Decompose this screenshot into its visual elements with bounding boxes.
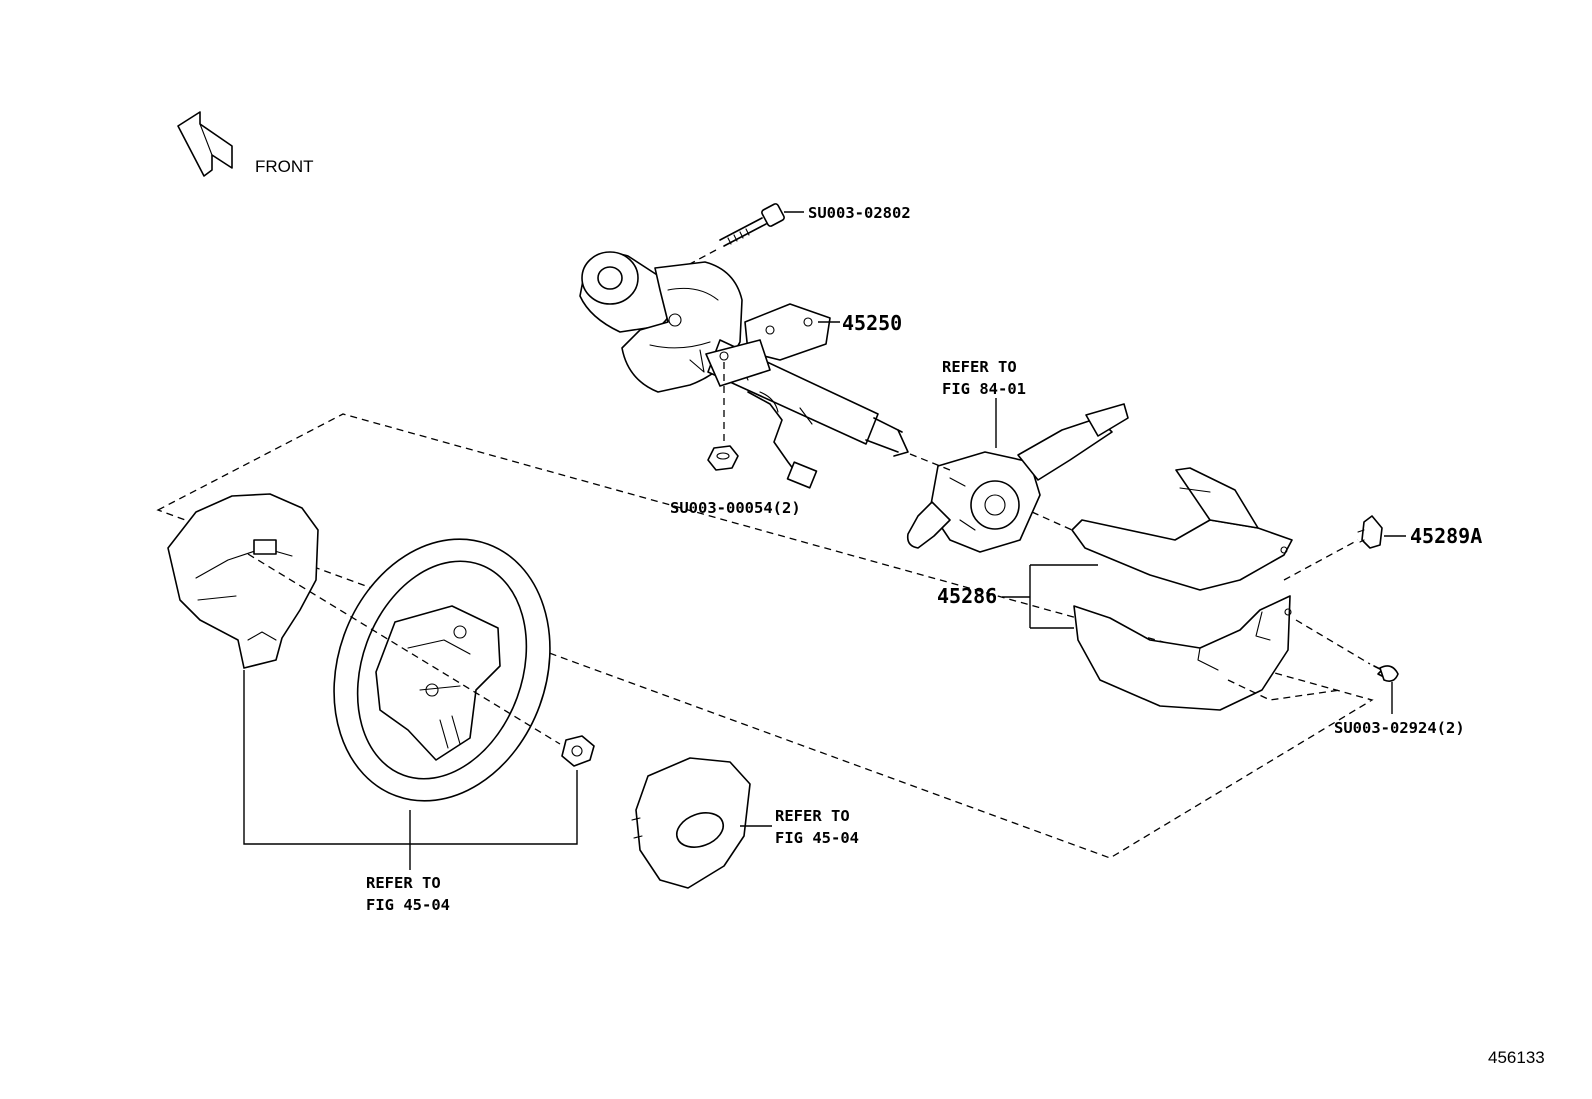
steering-column: [579, 251, 909, 489]
switch-ref-line2: FIG 84-01: [942, 380, 1026, 398]
column-nut: [707, 445, 739, 471]
figure-id: 456133: [1488, 1048, 1545, 1067]
wheel-ref-line2: FIG 45-04: [366, 896, 450, 914]
callout-screw: SU003-02924(2): [1334, 719, 1465, 737]
combination-switch: [906, 403, 1129, 553]
pad-ref-line1: REFER TO: [775, 807, 850, 825]
wheel-ref-line1: REFER TO: [366, 874, 441, 892]
column-cover-lower: [1073, 595, 1292, 711]
callout-cover-set: 45286: [937, 584, 997, 608]
callout-clip: 45289A: [1410, 524, 1482, 548]
column-bolt: [719, 203, 804, 247]
callout-nut-column: SU003-00054(2): [670, 499, 801, 517]
cover-screw: [1373, 665, 1399, 682]
steering-wheel-cover: [167, 493, 319, 669]
pad-ref-line2: FIG 45-04: [775, 829, 859, 847]
cover-clip: [1357, 515, 1383, 549]
wheel-nut: [561, 735, 595, 767]
assembly-boundary: [156, 413, 1374, 859]
airbag-pad: [631, 757, 751, 889]
front-label: FRONT: [255, 157, 314, 176]
switch-ref-line1: REFER TO: [942, 358, 1017, 376]
callout-column: 45250: [842, 311, 902, 335]
front-arrow-icon: [177, 111, 233, 177]
callout-bolt-top: SU003-02802: [808, 204, 911, 222]
steering-wheel: [333, 538, 551, 802]
column-cover-upper: [1071, 467, 1293, 591]
